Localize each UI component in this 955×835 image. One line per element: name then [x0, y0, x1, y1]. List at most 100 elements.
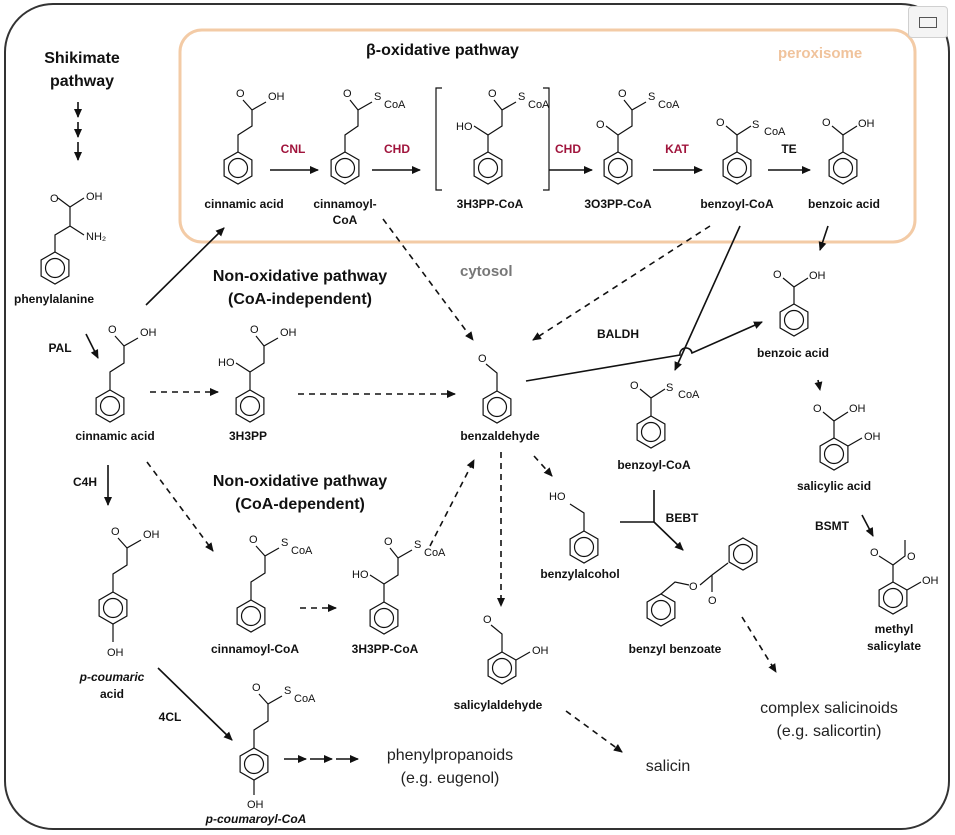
- salicylic-acid-label: salicylic acid: [797, 479, 871, 493]
- svg-text:O: O: [618, 88, 627, 100]
- svg-text:O: O: [773, 269, 782, 281]
- svg-text:HO: HO: [549, 491, 566, 503]
- benzyl-benzoate-structure: O O: [646, 537, 758, 627]
- svg-text:O: O: [50, 193, 59, 205]
- svg-text:O: O: [907, 551, 916, 563]
- svg-text:OH: OH: [140, 327, 157, 339]
- svg-text:O: O: [716, 117, 725, 129]
- phenylpropanoids-line1: phenylpropanoids: [387, 747, 513, 764]
- salicylaldehyde-structure: O OH: [483, 614, 549, 685]
- svg-text:S: S: [666, 382, 673, 394]
- svg-text:OH: OH: [86, 191, 103, 203]
- enzyme-chd-2: CHD: [555, 142, 581, 156]
- benzoyl-coa-label: benzoyl-CoA: [617, 458, 691, 472]
- svg-text:S: S: [281, 537, 288, 549]
- svg-text:OH: OH: [864, 431, 881, 443]
- svg-text:CoA: CoA: [424, 547, 446, 559]
- benzyl-benzoate-label: benzyl benzoate: [629, 642, 722, 656]
- benzoyl-coa-top-structure: O S CoA: [716, 117, 786, 185]
- svg-text:S: S: [518, 91, 525, 103]
- svg-text:O: O: [630, 380, 639, 392]
- svg-text:O: O: [813, 403, 822, 415]
- svg-text:HO: HO: [456, 121, 473, 133]
- svg-text:O: O: [111, 526, 120, 538]
- nonox-dep-line2: (CoA-dependent): [235, 496, 365, 513]
- o3pp-coa-structure: O O S CoA: [596, 88, 680, 185]
- svg-text:O: O: [236, 88, 245, 100]
- nonox-ind-line2: (CoA-independent): [228, 291, 372, 308]
- phenylalanine-label: phenylalanine: [14, 292, 94, 306]
- svg-text:OH: OH: [849, 403, 866, 415]
- svg-text:OH: OH: [532, 645, 549, 657]
- methyl-salicylate-label-1: methyl: [875, 622, 914, 636]
- benzoic-acid-structure: O OH: [773, 269, 826, 337]
- expand-button[interactable]: [908, 6, 948, 38]
- enzyme-chd-1: CHD: [384, 142, 410, 156]
- cinnamoyl-coa-top-structure: O S CoA: [330, 88, 406, 185]
- p-coumaroyl-coa-label: p-coumaroyl-CoA: [205, 812, 307, 826]
- svg-text:CoA: CoA: [678, 389, 700, 401]
- h3pp-coa-structure: O S CoA HO: [352, 536, 446, 635]
- svg-text:O: O: [708, 595, 717, 607]
- benzylalcohol-structure: HO: [549, 491, 599, 564]
- h3pp-coa-top-structure: O S CoA HO: [435, 87, 550, 191]
- peroxisome-label: peroxisome: [778, 45, 862, 62]
- svg-text:O: O: [384, 536, 393, 548]
- svg-text:CoA: CoA: [291, 545, 313, 557]
- svg-text:OH: OH: [107, 647, 124, 659]
- enzyme-te: TE: [781, 142, 796, 156]
- benzoic-acid-top-structure: O OH: [822, 117, 875, 185]
- svg-text:O: O: [478, 353, 487, 365]
- beta-oxidative-title: β-oxidative pathway: [366, 42, 519, 59]
- svg-text:CoA: CoA: [384, 99, 406, 111]
- svg-text:CoA: CoA: [528, 99, 550, 111]
- enzyme-baldh: BALDH: [597, 327, 639, 341]
- enzyme-c4h: C4H: [73, 475, 97, 489]
- svg-text:O: O: [483, 614, 492, 626]
- svg-text:OH: OH: [922, 575, 939, 587]
- svg-text:OH: OH: [268, 91, 285, 103]
- cinnamic-acid-structure: O OH: [95, 324, 157, 423]
- svg-text:O: O: [689, 581, 698, 593]
- expand-icon: [919, 17, 937, 28]
- svg-text:O: O: [870, 547, 879, 559]
- cinnamoyl-coa-structure: O S CoA: [236, 534, 313, 633]
- cinnamoyl-coa-label: cinnamoyl-CoA: [211, 642, 299, 656]
- p-coumaric-acid-label-2: acid: [100, 687, 124, 701]
- benzoyl-coa-structure: O S CoA: [630, 380, 700, 449]
- enzyme-cnl: CNL: [281, 142, 306, 156]
- enzyme-pal: PAL: [48, 341, 71, 355]
- enzyme-bebt: BEBT: [666, 511, 699, 525]
- nonox-ind-line1: Non-oxidative pathway: [213, 268, 387, 285]
- shikimate-line2: pathway: [50, 73, 114, 90]
- h3pp-structure: O OH HO: [218, 324, 297, 423]
- svg-text:O: O: [488, 88, 497, 100]
- salicylaldehyde-label: salicylaldehyde: [454, 698, 543, 712]
- benzoic-acid-label: benzoic acid: [757, 346, 829, 360]
- svg-text:NH₂: NH₂: [86, 231, 106, 243]
- salicin-label: salicin: [646, 758, 690, 775]
- cinnamoyl-coa-top-label-2: CoA: [333, 213, 358, 227]
- enzyme-4cl: 4CL: [159, 710, 182, 724]
- svg-text:O: O: [596, 119, 605, 131]
- complex-salicinoids-line1: complex salicinoids: [760, 700, 898, 717]
- complex-salicinoids-line2: (e.g. salicortin): [777, 723, 882, 740]
- methyl-salicylate-label-2: salicylate: [867, 639, 921, 653]
- svg-text:O: O: [343, 88, 352, 100]
- benzoic-acid-top-label: benzoic acid: [808, 197, 880, 211]
- benzaldehyde-structure: O: [478, 353, 512, 424]
- cinnamoyl-coa-top-label-1: cinnamoyl-: [313, 197, 376, 211]
- enzyme-bsmt: BSMT: [815, 519, 850, 533]
- svg-text:OH: OH: [143, 529, 160, 541]
- p-coumaric-acid-structure: O OH OH: [98, 526, 160, 659]
- h3pp-label: 3H3PP: [229, 429, 267, 443]
- svg-text:O: O: [249, 534, 258, 546]
- phenylpropanoids-line2: (e.g. eugenol): [401, 770, 500, 787]
- svg-text:HO: HO: [352, 569, 369, 581]
- svg-text:S: S: [752, 119, 759, 131]
- p-coumaric-acid-label-1: p-coumaric: [79, 670, 145, 684]
- enzyme-kat: KAT: [665, 142, 689, 156]
- cytosol-label: cytosol: [460, 263, 513, 280]
- phenylalanine-structure: O OH NH₂: [40, 191, 106, 285]
